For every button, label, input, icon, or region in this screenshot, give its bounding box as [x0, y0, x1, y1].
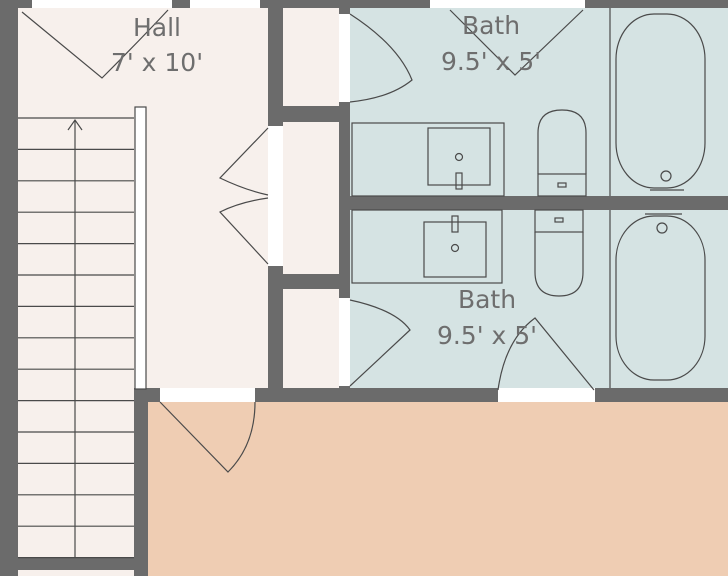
sink-icon — [351, 122, 505, 197]
toilet-icon — [534, 209, 584, 297]
door-swing-icon[interactable] — [430, 0, 585, 76]
sink-basin — [423, 221, 487, 278]
bath-lower-tub-alcove — [610, 210, 728, 388]
toilet-button — [554, 217, 564, 223]
faucet — [451, 215, 459, 233]
door-opening — [430, 0, 585, 8]
hall-floor-lower — [18, 388, 134, 558]
door-swing-icon[interactable] — [21, 0, 172, 79]
closet-lower[interactable] — [283, 289, 339, 388]
door-arc — [497, 317, 595, 391]
door-arc — [349, 13, 413, 103]
tub-drain — [660, 170, 672, 182]
hall-name-label: Hall — [133, 13, 181, 42]
door-arc — [159, 401, 256, 473]
stair-rail — [134, 106, 147, 390]
vanity — [351, 209, 503, 284]
closet-top[interactable] — [283, 8, 339, 106]
hall-floor-bottom — [18, 570, 134, 576]
door-opening — [160, 388, 255, 402]
bath-upper-name-label: Bath — [462, 11, 520, 40]
door-opening — [32, 0, 172, 8]
door-arc — [349, 299, 411, 387]
bathtub-basin — [615, 13, 706, 189]
door-swing-icon[interactable] — [339, 13, 413, 103]
door-arc — [219, 197, 269, 265]
tub-drain — [656, 222, 668, 234]
door-swing-icon[interactable] — [190, 0, 260, 8]
toilet-tank — [537, 173, 587, 197]
bath-lower-size-label: 9.5' x 5' — [437, 321, 537, 350]
bath-upper-size-label: 9.5' x 5' — [441, 47, 541, 76]
door-swing-icon[interactable] — [159, 388, 256, 473]
door-swing-icon[interactable] — [497, 317, 595, 402]
bathtub-icon — [615, 213, 706, 381]
bedroom-floor[interactable] — [148, 402, 728, 576]
hall-size-label: 7' x 10' — [111, 48, 203, 77]
bath-lower-name-label: Bath — [458, 285, 516, 314]
staircase-icon — [18, 106, 147, 559]
bathtub-icon — [615, 13, 706, 191]
bath-lower-floor[interactable] — [350, 210, 610, 388]
sink-drain — [454, 152, 464, 162]
toilet-bowl — [537, 109, 587, 174]
vanity — [351, 122, 505, 197]
bath-upper-tub-alcove — [610, 8, 728, 196]
door-opening — [339, 298, 350, 386]
door-opening — [190, 0, 260, 8]
door-opening — [339, 14, 350, 102]
toilet-tank — [534, 209, 584, 233]
stair-direction-arrow — [67, 118, 83, 131]
toilet-icon — [537, 109, 587, 197]
door-swing-icon[interactable] — [218, 126, 283, 266]
door-arc — [21, 9, 169, 79]
toilet-bowl — [534, 232, 584, 297]
bathtub-basin — [615, 215, 706, 381]
sink-drain — [450, 243, 460, 253]
faucet — [455, 172, 463, 190]
sink-icon — [351, 209, 503, 284]
door-opening — [498, 388, 595, 402]
toilet-button — [557, 182, 567, 188]
sink-basin — [427, 127, 491, 186]
closet-middle[interactable] — [283, 122, 339, 274]
door-arc — [218, 127, 269, 196]
door-arc — [449, 9, 584, 76]
door-opening — [268, 126, 283, 266]
door-swing-icon[interactable] — [339, 298, 411, 387]
